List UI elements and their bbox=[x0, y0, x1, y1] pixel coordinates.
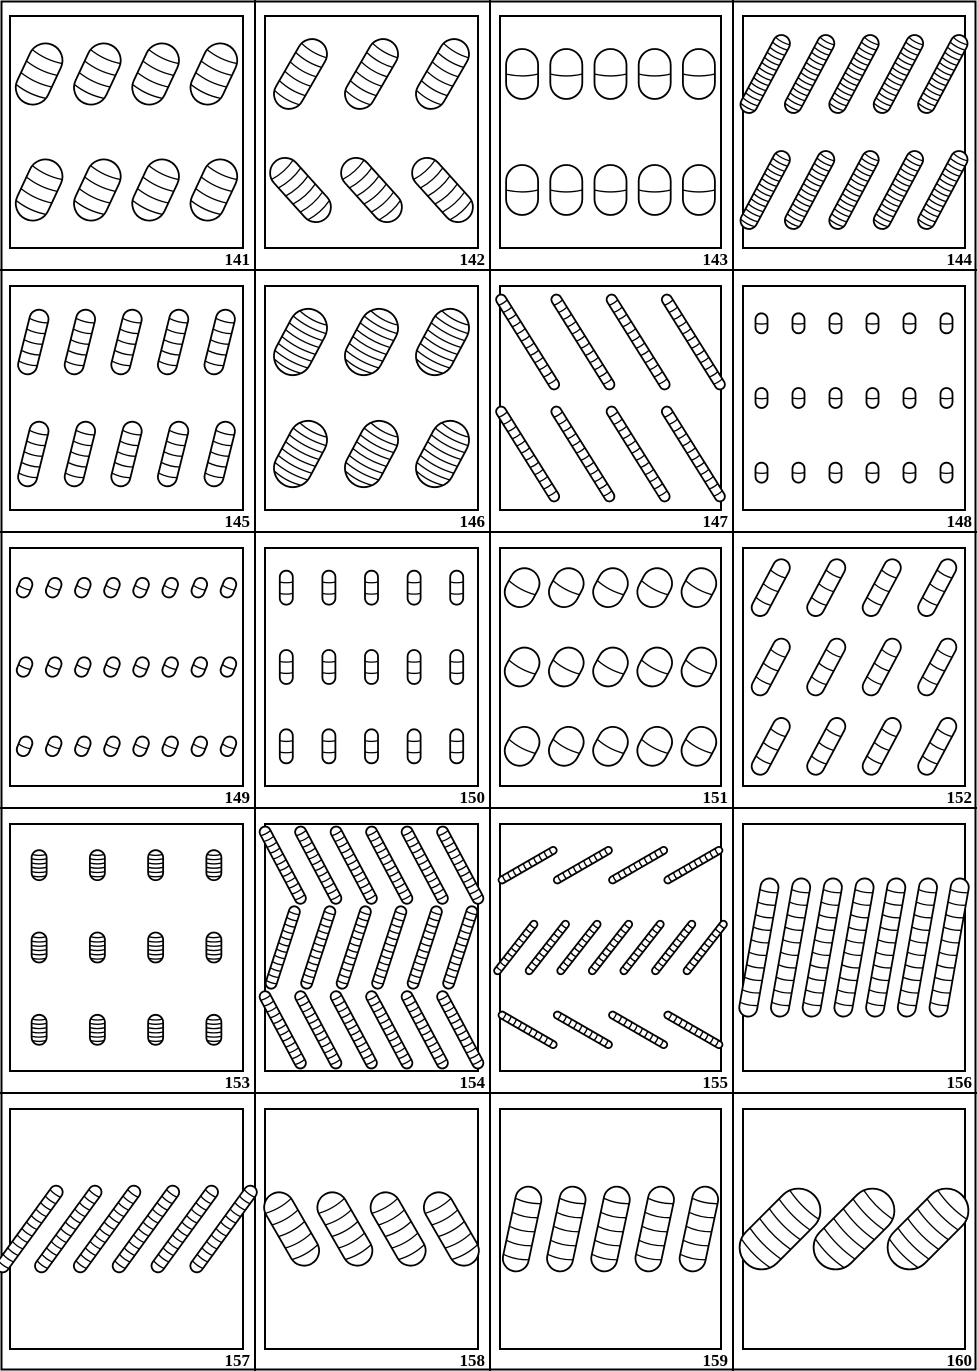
pattern-mark bbox=[830, 463, 842, 483]
panel-number: 141 bbox=[225, 250, 251, 269]
pattern-mark bbox=[322, 729, 335, 763]
pattern-mark bbox=[408, 729, 421, 763]
pattern-mark bbox=[206, 1015, 221, 1045]
pattern-mark bbox=[280, 571, 293, 605]
pattern-mark bbox=[506, 49, 538, 99]
panel-number: 158 bbox=[460, 1351, 486, 1370]
pattern-mark bbox=[365, 650, 378, 684]
pattern-mark bbox=[90, 933, 105, 963]
pattern-mark bbox=[365, 571, 378, 605]
panel-number: 159 bbox=[703, 1351, 729, 1370]
panel-number: 151 bbox=[703, 788, 729, 807]
pattern-mark bbox=[280, 650, 293, 684]
pattern-mark bbox=[32, 850, 47, 880]
pattern-mark bbox=[595, 49, 627, 99]
pattern-mark bbox=[830, 313, 842, 333]
pattern-mark bbox=[32, 1015, 47, 1045]
pattern-mark bbox=[904, 463, 916, 483]
pattern-mark bbox=[867, 463, 879, 483]
pattern-mark bbox=[322, 571, 335, 605]
pattern-mark bbox=[506, 165, 538, 215]
pattern-mark bbox=[904, 313, 916, 333]
pattern-mark bbox=[32, 933, 47, 963]
panel-number: 144 bbox=[947, 250, 973, 269]
panel-number: 156 bbox=[947, 1073, 973, 1092]
pattern-mark bbox=[756, 388, 768, 408]
panel-number: 147 bbox=[703, 512, 729, 531]
panel-number: 150 bbox=[460, 788, 486, 807]
pattern-mark bbox=[756, 463, 768, 483]
pattern-mark bbox=[867, 313, 879, 333]
panel-number: 143 bbox=[703, 250, 729, 269]
panel-number: 152 bbox=[947, 788, 973, 807]
pattern-mark bbox=[408, 650, 421, 684]
panel-number: 155 bbox=[703, 1073, 729, 1092]
pattern-mark bbox=[793, 313, 805, 333]
pattern-mark bbox=[830, 388, 842, 408]
pattern-mark bbox=[408, 571, 421, 605]
pattern-mark bbox=[550, 165, 582, 215]
pattern-mark bbox=[206, 933, 221, 963]
pattern-mark bbox=[365, 729, 378, 763]
pattern-mark bbox=[322, 650, 335, 684]
panel-number: 154 bbox=[460, 1073, 486, 1092]
pattern-mark bbox=[595, 165, 627, 215]
pattern-mark bbox=[941, 388, 953, 408]
panel-number: 148 bbox=[947, 512, 973, 531]
pattern-mark bbox=[148, 933, 163, 963]
panel-number: 160 bbox=[947, 1351, 973, 1370]
pattern-mark bbox=[450, 729, 463, 763]
pattern-mark bbox=[90, 850, 105, 880]
pattern-mark bbox=[941, 463, 953, 483]
pattern-mark bbox=[280, 729, 293, 763]
pattern-mark bbox=[683, 49, 715, 99]
pattern-mark bbox=[793, 388, 805, 408]
pattern-mark bbox=[148, 850, 163, 880]
pattern-mark bbox=[450, 571, 463, 605]
pattern-mark bbox=[148, 1015, 163, 1045]
pattern-mark bbox=[793, 463, 805, 483]
pattern-mark bbox=[941, 313, 953, 333]
panel-number: 149 bbox=[225, 788, 251, 807]
pattern-mark bbox=[683, 165, 715, 215]
pattern-mark bbox=[756, 313, 768, 333]
pattern-mark bbox=[867, 388, 879, 408]
panel-number: 145 bbox=[225, 512, 251, 531]
pattern-mark bbox=[639, 49, 671, 99]
panel-number: 157 bbox=[225, 1351, 251, 1370]
panel-number: 142 bbox=[460, 250, 486, 269]
pattern-mark bbox=[450, 650, 463, 684]
panel-number: 153 bbox=[225, 1073, 251, 1092]
panel-number: 146 bbox=[460, 512, 486, 531]
pattern-mark bbox=[206, 850, 221, 880]
pattern-mark bbox=[639, 165, 671, 215]
pattern-mark bbox=[90, 1015, 105, 1045]
pattern-mark bbox=[904, 388, 916, 408]
pattern-mark bbox=[550, 49, 582, 99]
